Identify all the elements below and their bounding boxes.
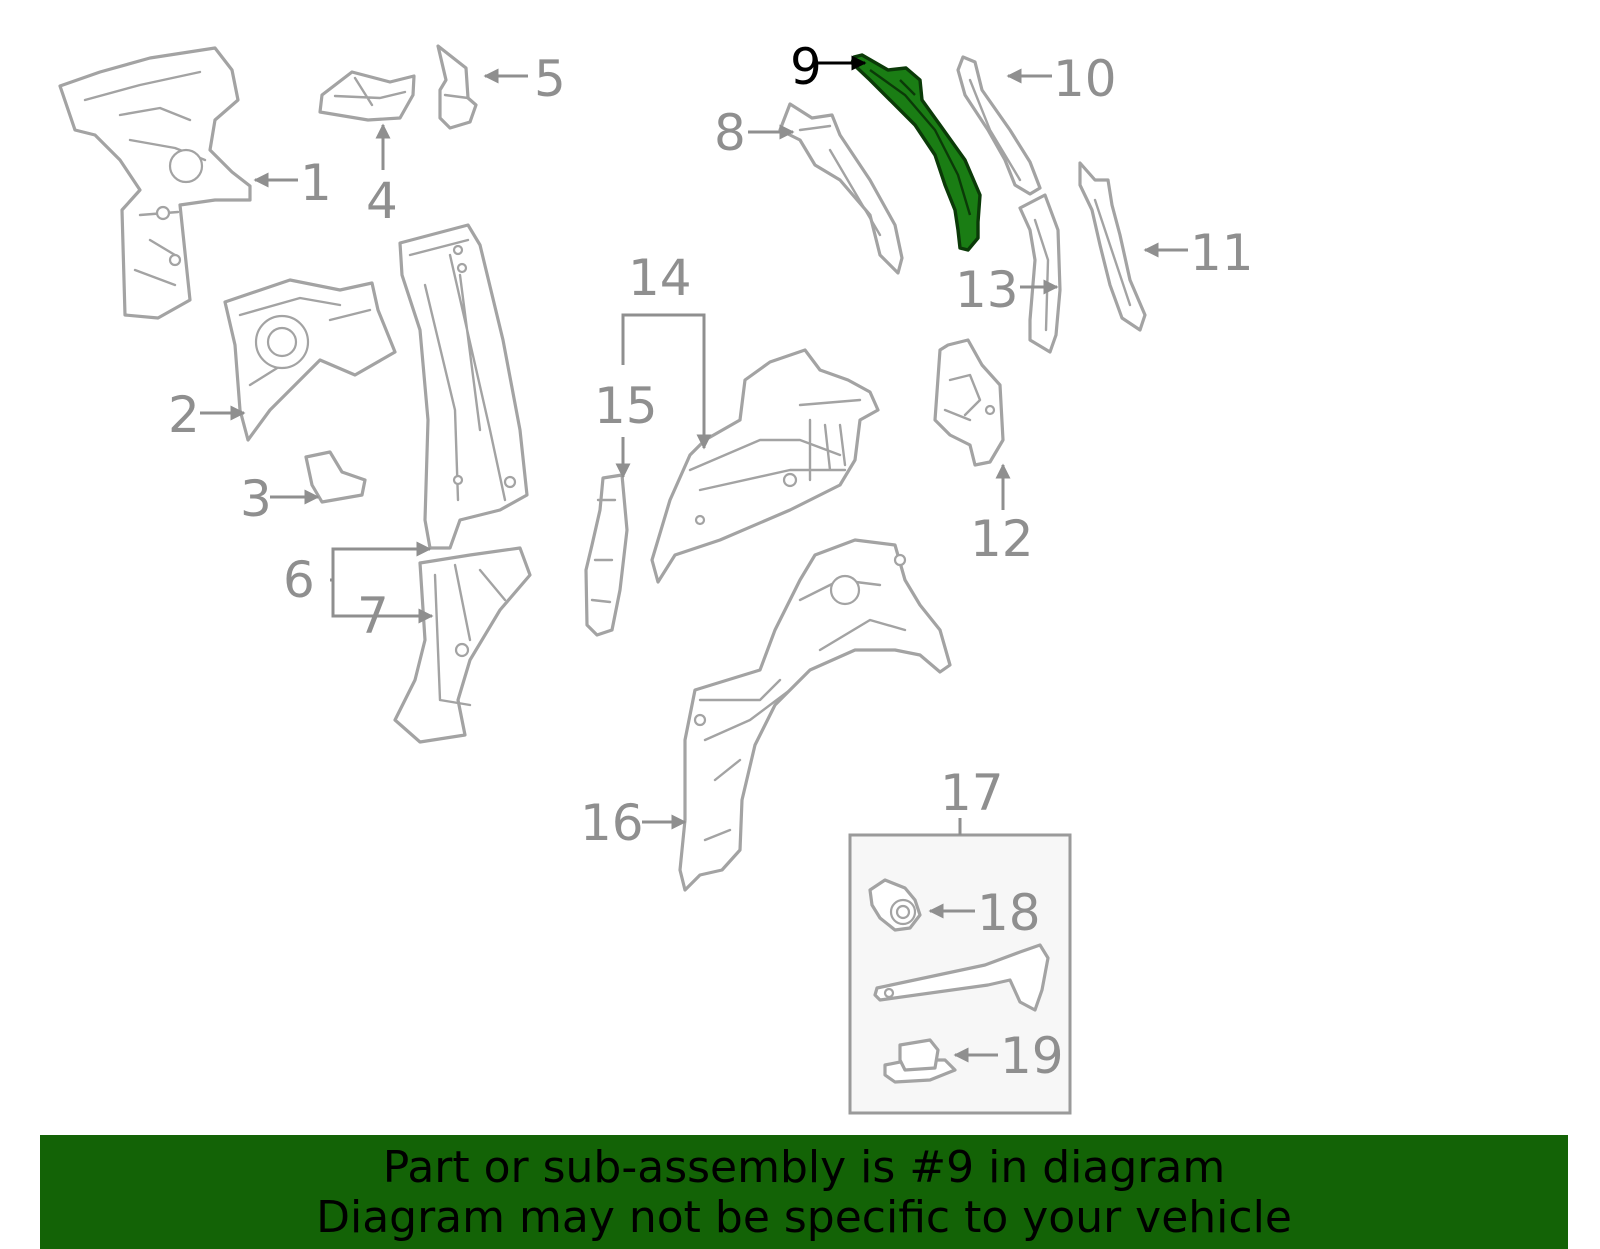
part-12[interactable]	[933, 338, 1005, 467]
callout-3: 3	[240, 470, 272, 528]
part-15[interactable]	[584, 473, 629, 637]
callout-13: 13	[955, 261, 1019, 319]
callout-labels: 1 2 3 4 5 6 7 8 9 10 11 12 13 14 15 16 1…	[168, 38, 1254, 1085]
leader-lines	[200, 55, 1188, 1063]
part-16[interactable]	[678, 538, 952, 892]
callout-1: 1	[300, 154, 332, 212]
part-3[interactable]	[304, 450, 367, 504]
part-9-highlighted[interactable]	[850, 53, 982, 252]
callout-6: 6	[283, 551, 315, 609]
part-10[interactable]	[956, 55, 1042, 196]
part-7[interactable]	[393, 546, 532, 744]
callout-5: 5	[534, 50, 566, 108]
callout-8: 8	[714, 104, 746, 162]
part-18[interactable]	[868, 878, 922, 932]
part-14[interactable]	[650, 348, 880, 584]
banner-line-2: Diagram may not be specific to your vehi…	[316, 1192, 1292, 1243]
part-11[interactable]	[1078, 161, 1147, 332]
part-19[interactable]	[883, 1038, 957, 1084]
info-banner: Part or sub-assembly is #9 in diagram Di…	[40, 1135, 1568, 1249]
callout-17: 17	[940, 764, 1004, 822]
callout-19: 19	[1000, 1027, 1064, 1085]
callout-9: 9	[790, 38, 822, 96]
part-5[interactable]	[436, 44, 478, 130]
kit-bracket[interactable]	[873, 943, 1050, 1012]
part-2[interactable]	[223, 278, 397, 442]
callout-10: 10	[1053, 50, 1117, 108]
part-8[interactable]	[778, 102, 904, 275]
part-1[interactable]	[58, 46, 252, 320]
part-13[interactable]	[1018, 193, 1062, 354]
part-4[interactable]	[318, 70, 416, 122]
callout-15: 15	[594, 377, 658, 435]
callout-7: 7	[357, 587, 389, 645]
callout-11: 11	[1190, 224, 1254, 282]
part-6[interactable]	[398, 223, 529, 550]
callout-18: 18	[977, 884, 1041, 942]
banner-line-1: Part or sub-assembly is #9 in diagram	[382, 1142, 1226, 1193]
callout-16: 16	[580, 794, 644, 852]
callout-2: 2	[168, 386, 200, 444]
callout-12: 12	[970, 510, 1034, 568]
callout-4: 4	[366, 172, 398, 230]
callout-14: 14	[628, 249, 692, 307]
